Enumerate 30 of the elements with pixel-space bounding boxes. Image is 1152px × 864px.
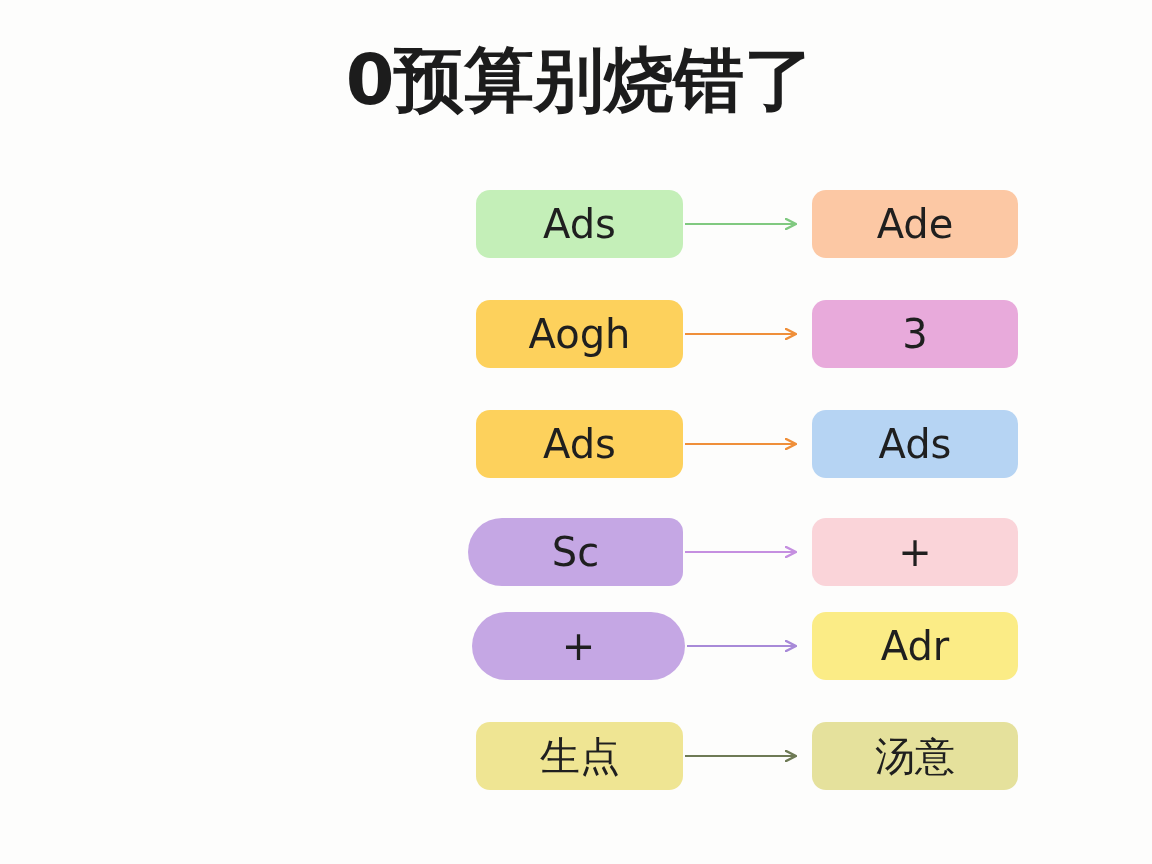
label-box: [476, 410, 683, 478]
box-label: Sc: [551, 529, 600, 575]
arrow: [685, 327, 798, 341]
label-box: [476, 190, 683, 258]
arrow: [685, 545, 798, 559]
box-label: 3: [902, 311, 928, 357]
label-box: [476, 722, 683, 790]
label-box: [812, 300, 1018, 368]
title: 0预算别烧错了: [344, 42, 816, 119]
arrow: [685, 437, 798, 451]
arrow: [687, 639, 798, 653]
box-label: Adr: [880, 623, 950, 669]
box-label: +: [561, 623, 596, 669]
label-box: [468, 518, 683, 586]
box-label: Ads: [878, 421, 952, 467]
box-label: Aogh: [528, 311, 631, 357]
label-box: [812, 410, 1018, 478]
box-label: 汤意: [875, 731, 955, 781]
box-label: +: [898, 529, 932, 575]
label-box: [812, 722, 1018, 790]
box-label: 生点: [539, 731, 620, 781]
box-label: Ads: [543, 421, 616, 467]
box-label: Ads: [543, 201, 616, 247]
label-box: [812, 190, 1018, 258]
arrow: [685, 217, 798, 231]
box-label: Ade: [876, 201, 954, 247]
arrow: [685, 749, 798, 763]
label-box: [812, 612, 1018, 680]
label-box: [476, 300, 683, 368]
label-box: [812, 518, 1018, 586]
